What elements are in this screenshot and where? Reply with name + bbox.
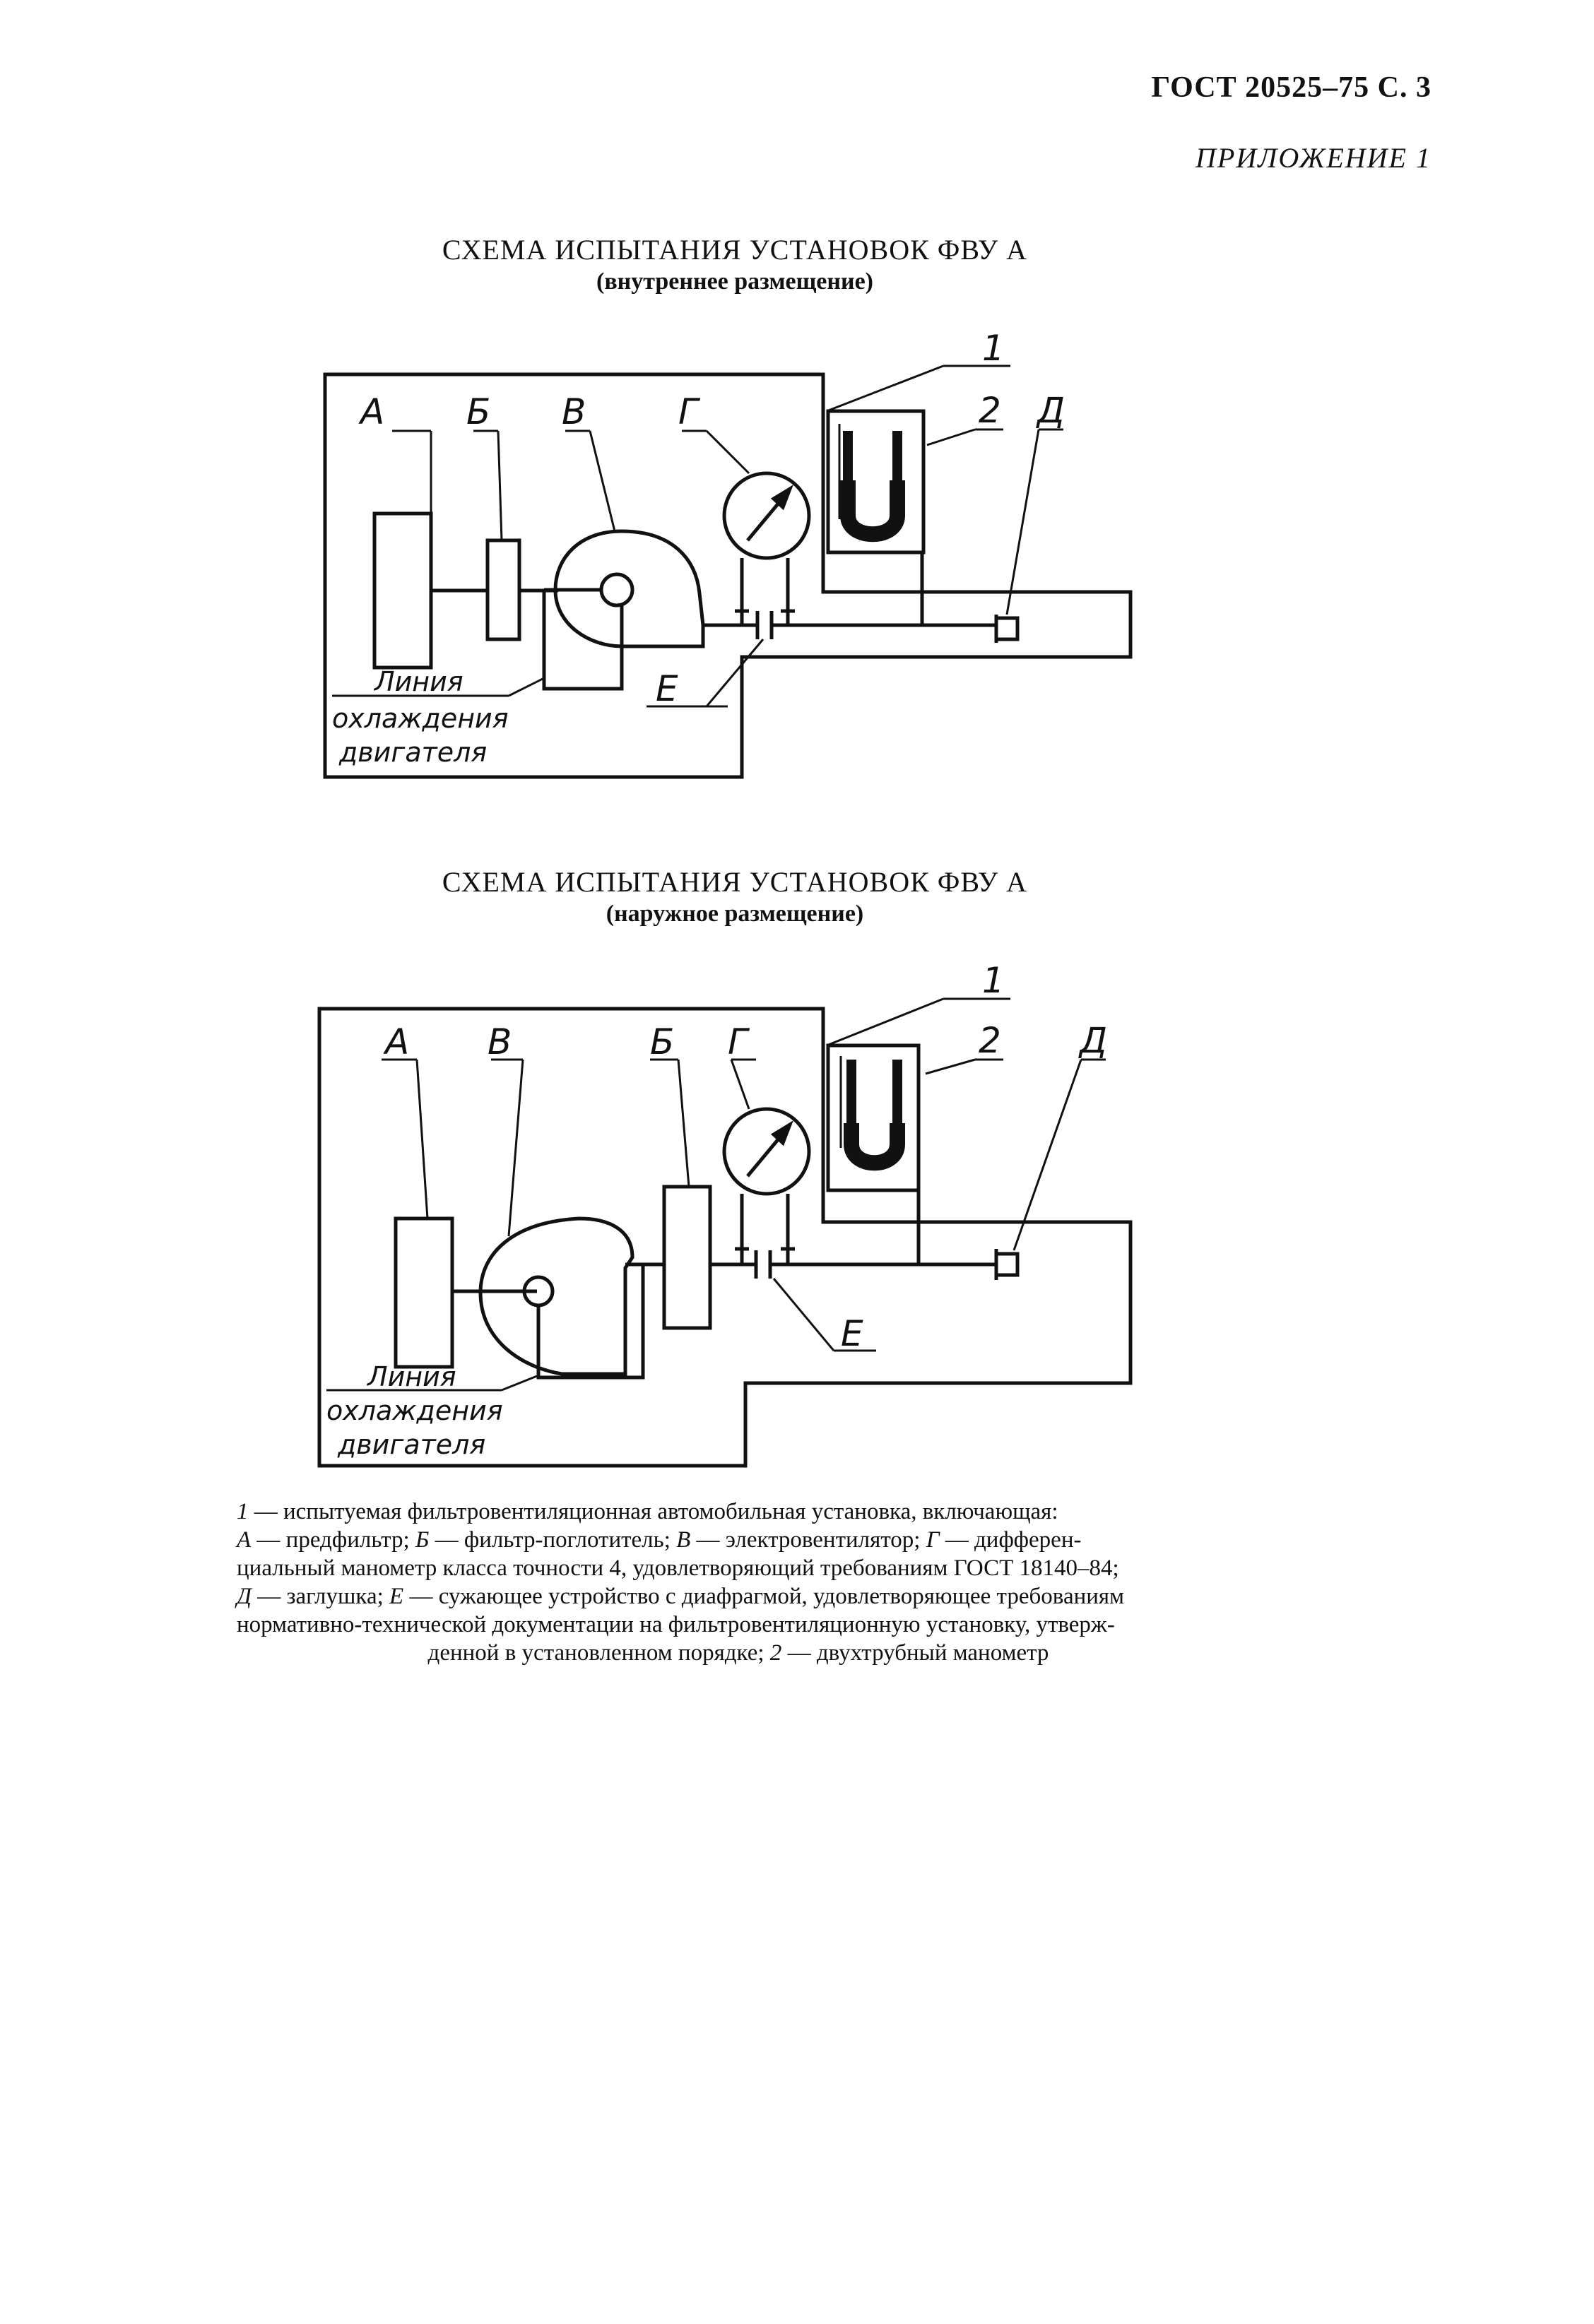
diagram1-schematic: А Б В Г 1 2 Д Е Линия охлаждения двигате… bbox=[323, 328, 1133, 779]
diagram1-cooling-text-2: охлаждения bbox=[332, 703, 509, 734]
diagram2-schematic: А В Б Г 1 2 Д Е Линия охлаждения двигате… bbox=[317, 960, 1133, 1468]
diagram2-label-g: Г bbox=[728, 1021, 750, 1062]
legend-letter-v: В bbox=[676, 1527, 691, 1553]
legend-text-d: — заглушка; bbox=[252, 1584, 390, 1609]
diagram1-manometer-box bbox=[826, 409, 926, 555]
legend-num-2: 2 bbox=[769, 1640, 782, 1666]
legend-text-g: — диффе­рен- bbox=[939, 1527, 1082, 1553]
diagram1-plug bbox=[996, 616, 1020, 641]
diagram1-block-a bbox=[372, 511, 433, 670]
diagram1-label-2: 2 bbox=[979, 390, 1001, 431]
diagram1-enclosure bbox=[323, 372, 1133, 779]
legend-caption: 1 — испытуемая фильтровентиляционная авт… bbox=[237, 1498, 1240, 1667]
legend-letter-b: Б bbox=[415, 1527, 430, 1553]
diagram2-label-b: Б bbox=[650, 1021, 674, 1062]
legend-text-6: денной в установленном порядке; bbox=[427, 1640, 770, 1666]
diagram2-u-tube bbox=[839, 1056, 905, 1171]
diagram1-label-a: А bbox=[358, 391, 384, 432]
appendix-label: ПРИЛОЖЕНИЕ 1 bbox=[1196, 142, 1431, 174]
legend-line-2: А — предфильтр; Б — фильтр-поглотитель; … bbox=[237, 1526, 1240, 1554]
legend-letter-g: Г bbox=[926, 1527, 940, 1553]
diagram2-enclosure bbox=[317, 1007, 1133, 1468]
diagram1-cooling-text-1: Линия bbox=[373, 666, 464, 697]
diagram1-cooling-line bbox=[542, 590, 624, 691]
legend-line-4: Д — заглушка; Е — сужающее устройство с … bbox=[237, 1582, 1240, 1611]
diagram1-label-d: Д bbox=[1036, 390, 1065, 431]
diagram2-fan bbox=[478, 1216, 634, 1376]
legend-text-1: — испытуемая фильтровентиляционная автом… bbox=[248, 1499, 1058, 1524]
legend-letter-a: А bbox=[237, 1527, 252, 1553]
document-reference: ГОСТ 20525–75 С. 3 bbox=[1151, 71, 1431, 104]
diagram1-label-1: 1 bbox=[982, 328, 1005, 369]
diagram1-label-v: В bbox=[562, 391, 586, 432]
diagram1-block-b bbox=[485, 538, 521, 641]
legend-text-v: — электровентилятор; bbox=[690, 1527, 926, 1553]
diagram1-u-tube bbox=[838, 424, 905, 543]
diagram2-subtitle: (наружное размещение) bbox=[606, 901, 864, 927]
diagram1-fan bbox=[553, 529, 705, 648]
diagram2-label-d: Д bbox=[1078, 1020, 1107, 1061]
diagram1-gauge bbox=[722, 471, 811, 560]
legend-line-1: 1 — испытуемая фильтровентиляционная авт… bbox=[237, 1498, 1240, 1526]
diagram2-label-v: В bbox=[488, 1021, 512, 1062]
diagram2-plug bbox=[996, 1252, 1020, 1277]
diagram1-label-g: Г bbox=[678, 391, 701, 432]
diagram2-cooling-text-3: двигателя bbox=[337, 1429, 485, 1460]
legend-line-6: денной в установленном порядке; 2 — двух… bbox=[237, 1639, 1240, 1667]
legend-num-1: 1 bbox=[237, 1499, 249, 1524]
diagram2-label-1: 1 bbox=[982, 960, 1005, 1001]
legend-letter-e: Е bbox=[389, 1584, 404, 1609]
diagram2-gauge bbox=[722, 1107, 811, 1196]
diagram1-label-b: Б bbox=[466, 391, 490, 432]
legend-text-2: — двухтрубный манометр bbox=[781, 1640, 1049, 1666]
diagram2-label-2: 2 bbox=[979, 1020, 1001, 1061]
legend-line-5: нормативно-технической документации на ф… bbox=[237, 1612, 1115, 1637]
diagram2-cooling-text-2: охлаждения bbox=[326, 1395, 503, 1426]
diagram2-manometer-box bbox=[826, 1043, 921, 1192]
diagram1-cooling-text-3: двигателя bbox=[338, 737, 487, 768]
diagram1-subtitle: (внутреннее размещение) bbox=[596, 268, 873, 295]
diagram2-cooling-text-1: Линия bbox=[366, 1361, 456, 1392]
diagram2-label-a: А bbox=[383, 1021, 409, 1062]
diagram1-title: СХЕМА ИСПЫТАНИЯ УСТАНОВОК ФВУ А bbox=[442, 234, 1028, 266]
diagram2-block-b bbox=[662, 1185, 712, 1330]
diagram1-label-e: Е bbox=[656, 668, 678, 709]
legend-line-3: циальный манометр класса точности 4, удо… bbox=[237, 1555, 1119, 1581]
diagram2-label-e: Е bbox=[841, 1313, 863, 1354]
legend-text-a: — предфильтр; bbox=[251, 1527, 415, 1553]
legend-text-b: — фильтр-поглотитель; bbox=[429, 1527, 677, 1553]
diagram2-cooling-line bbox=[536, 1264, 645, 1380]
legend-text-e: — сужающее устройство с диафрагмой, удов… bbox=[403, 1584, 1124, 1609]
legend-letter-d: Д bbox=[237, 1584, 252, 1609]
diagram2-title: СХЕМА ИСПЫТАНИЯ УСТАНОВОК ФВУ А bbox=[442, 866, 1028, 898]
diagram2-block-a bbox=[394, 1216, 454, 1369]
